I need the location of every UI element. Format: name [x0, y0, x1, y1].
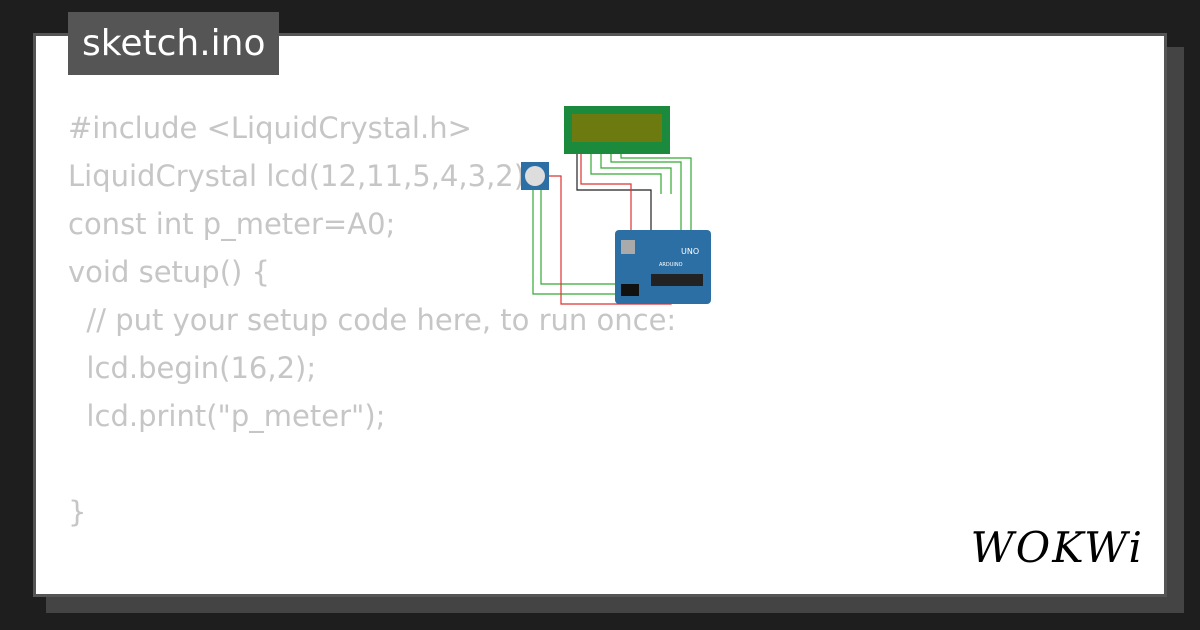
- code-line: const int p_meter=A0;: [68, 207, 396, 241]
- code-line: lcd.print("p_meter");: [68, 399, 386, 433]
- code-line: void loop() {: [68, 584, 676, 594]
- microcontroller-chip: [651, 274, 703, 286]
- code-line: lcd.begin(16,2);: [68, 351, 317, 385]
- board-sublabel: ARDUINO: [659, 262, 683, 268]
- power-jack: [621, 284, 639, 296]
- code-line: [68, 440, 676, 488]
- wire-black: [576, 154, 652, 234]
- code-line: void setup() {: [68, 255, 270, 289]
- preview-card: #include <LiquidCrystal.h> LiquidCrystal …: [33, 33, 1167, 597]
- wire-green-3: [540, 154, 682, 285]
- code-line: #include <LiquidCrystal.h>: [68, 111, 472, 145]
- board-label: UNO: [681, 247, 699, 256]
- wire-green-1: [590, 154, 662, 194]
- usb-port: [621, 240, 635, 254]
- code-line: // put your setup code here, to run once…: [68, 303, 677, 337]
- circuit-diagram: UNO ARDUINO: [521, 106, 711, 305]
- wire-green-2: [600, 154, 672, 194]
- code-line: }: [68, 495, 87, 529]
- wokwi-logo: WOKWi: [970, 523, 1144, 572]
- code-preview: #include <LiquidCrystal.h> LiquidCrystal …: [68, 104, 677, 594]
- file-tab[interactable]: sketch.ino: [68, 12, 280, 75]
- code-line: [68, 536, 676, 584]
- potentiometer-knob: [525, 166, 545, 186]
- wire-green-4: [532, 154, 692, 295]
- wire-red-1: [580, 154, 632, 234]
- lcd-screen: [572, 114, 662, 142]
- code-line: LiquidCrystal lcd(12,11,5,4,3,2);: [68, 159, 535, 193]
